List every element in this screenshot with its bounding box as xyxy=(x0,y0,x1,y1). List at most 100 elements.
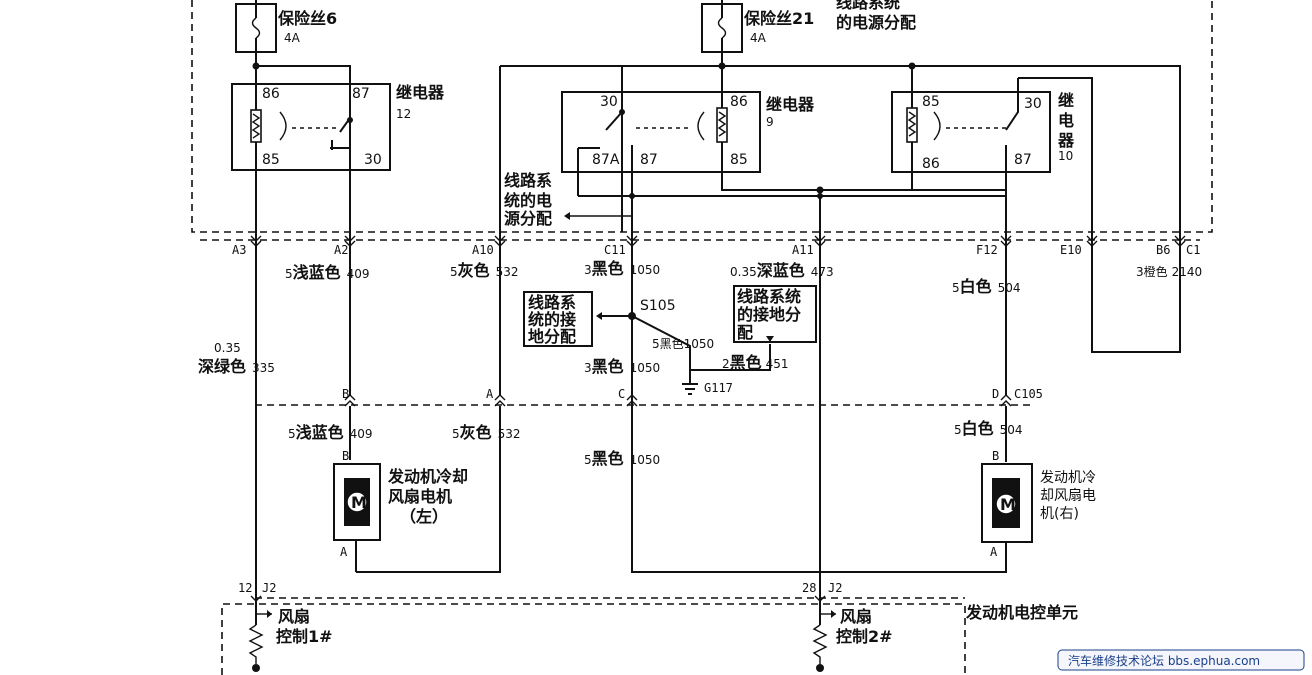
ground-dist-left-a: 线路系 xyxy=(528,293,576,312)
motor-right-icon xyxy=(995,493,1017,515)
ground-dist-right-a: 线路系统 xyxy=(737,287,801,306)
power-dist-mid-c: 源分配 xyxy=(504,209,552,228)
splice-label: S105 xyxy=(640,298,676,314)
conn-a11: A11 xyxy=(792,243,814,257)
conn-e10: E10 xyxy=(1060,243,1082,257)
relay-9-box xyxy=(561,91,761,173)
relay-10-pin-30: 30 xyxy=(1024,96,1042,112)
ground-dist-right-box xyxy=(733,285,817,343)
lower-wires xyxy=(349,406,1007,573)
fuse-relay-center-outline xyxy=(191,0,1213,233)
motor-left-title-b: 风扇电机 xyxy=(388,487,452,506)
relay-9-number: 9 xyxy=(766,115,774,129)
c105-a-label: A xyxy=(486,387,494,401)
relay-9-pin-87a: 87A xyxy=(592,152,620,168)
relay-9-label: 继电器 xyxy=(766,95,815,114)
relay-12-pin-30: 30 xyxy=(364,152,382,168)
ground-branch xyxy=(600,315,691,384)
motor-right-symbol: M xyxy=(1000,495,1016,514)
conn-f12: F12 xyxy=(976,243,998,257)
motor-left-title-c: （左） xyxy=(400,507,448,526)
ground-dist-right-b: 的接地分 xyxy=(737,305,801,324)
ecu-fan2-a: 风扇 xyxy=(840,607,872,626)
relay-12-coil-icon xyxy=(251,113,261,139)
motor-right-title-c: 机(右) xyxy=(1040,506,1079,522)
fuse-6-rating: 4A xyxy=(284,31,301,45)
j2-left-pin: 12 xyxy=(238,581,252,595)
motor-left-pin-a: A xyxy=(340,545,348,559)
relay-9-coil-icon xyxy=(717,111,727,137)
relay-12-box xyxy=(231,83,391,171)
motor-left-icon xyxy=(346,491,368,513)
ground-451-wire xyxy=(690,344,771,371)
c105-d-label: D xyxy=(992,387,999,401)
motor-left-symbol: M xyxy=(351,493,367,512)
relay-12-number: 12 xyxy=(396,107,411,121)
fuse-6-label: 保险丝6 xyxy=(277,9,337,28)
ecu-fan2-resistor-icon xyxy=(812,624,828,664)
fuse-21-rating: 4A xyxy=(750,31,767,45)
wire-a3-gauge: 0.35 xyxy=(214,341,241,355)
watermark: 汽车维修技术论坛 bbs.ephua.com xyxy=(1068,653,1260,668)
ground-dist-left-b: 统的接 xyxy=(528,310,576,329)
ecu-fan1-b: 控制1# xyxy=(276,627,333,646)
relay-10-label-b: 电 xyxy=(1058,111,1074,130)
fuse-21-label: 保险丝21 xyxy=(743,9,814,28)
relay-12-pin-85: 85 xyxy=(262,152,280,168)
relay-10-label-a: 继 xyxy=(1058,91,1074,110)
relay-9-pin-86: 86 xyxy=(730,94,748,110)
watermark-box xyxy=(1057,649,1305,671)
conn-c1: C1 xyxy=(1186,243,1200,257)
motor-left-box xyxy=(333,463,381,541)
c105-b-label: B xyxy=(342,387,349,401)
motor-left-title-a: 发动机冷却 xyxy=(387,467,468,486)
ground-dist-left-c: 地分配 xyxy=(528,327,576,346)
power-dist-top-a: 线路系统 xyxy=(836,0,900,12)
mid-connector-chevrons xyxy=(344,394,1012,407)
relay-10-number: 10 xyxy=(1058,149,1073,163)
relay-12-label: 继电器 xyxy=(396,83,445,102)
conn-c11: C11 xyxy=(604,243,626,257)
motor-right-pin-b: B xyxy=(992,449,999,463)
fuse-6-icon xyxy=(251,17,261,39)
conn-a2: A2 xyxy=(334,243,348,257)
relay-10-coil-icon xyxy=(907,111,917,137)
relay-10-pin-87: 87 xyxy=(1014,152,1032,168)
power-dist-mid-a: 线路系 xyxy=(504,171,552,190)
wire-g117-label: 5黑色1050 xyxy=(652,337,714,351)
motor-right-title-b: 却风扇电 xyxy=(1040,488,1096,504)
relay-10-switch xyxy=(1005,77,1093,232)
relay-10-pin-85: 85 xyxy=(922,94,940,110)
ecu-fan2-b: 控制2# xyxy=(836,627,893,646)
ground-label: G117 xyxy=(704,381,733,395)
conn-a3: A3 xyxy=(232,243,246,257)
relay-12-pin-87: 87 xyxy=(352,86,370,102)
ecu-fan1-resistor-icon xyxy=(248,624,264,664)
relay-10-pin-86: 86 xyxy=(922,156,940,172)
power-dist-mid-b: 统的电 xyxy=(504,191,552,210)
motor-right-pin-a: A xyxy=(990,545,998,559)
j2-right-pin: 28 xyxy=(802,581,816,595)
relay-10-label-c: 器 xyxy=(1057,131,1075,150)
j2-chevrons xyxy=(250,595,826,602)
fuse-21-icon xyxy=(717,17,727,39)
conn-a10: A10 xyxy=(472,243,494,257)
j2-right-label: J2 xyxy=(828,581,842,595)
motor-right-title-a: 发动机冷 xyxy=(1040,470,1096,486)
relay-9-pin-85: 85 xyxy=(730,152,748,168)
relay-12-pin-86: 86 xyxy=(262,86,280,102)
relay-bus xyxy=(577,170,1006,580)
relay-9-pin-87: 87 xyxy=(640,152,658,168)
